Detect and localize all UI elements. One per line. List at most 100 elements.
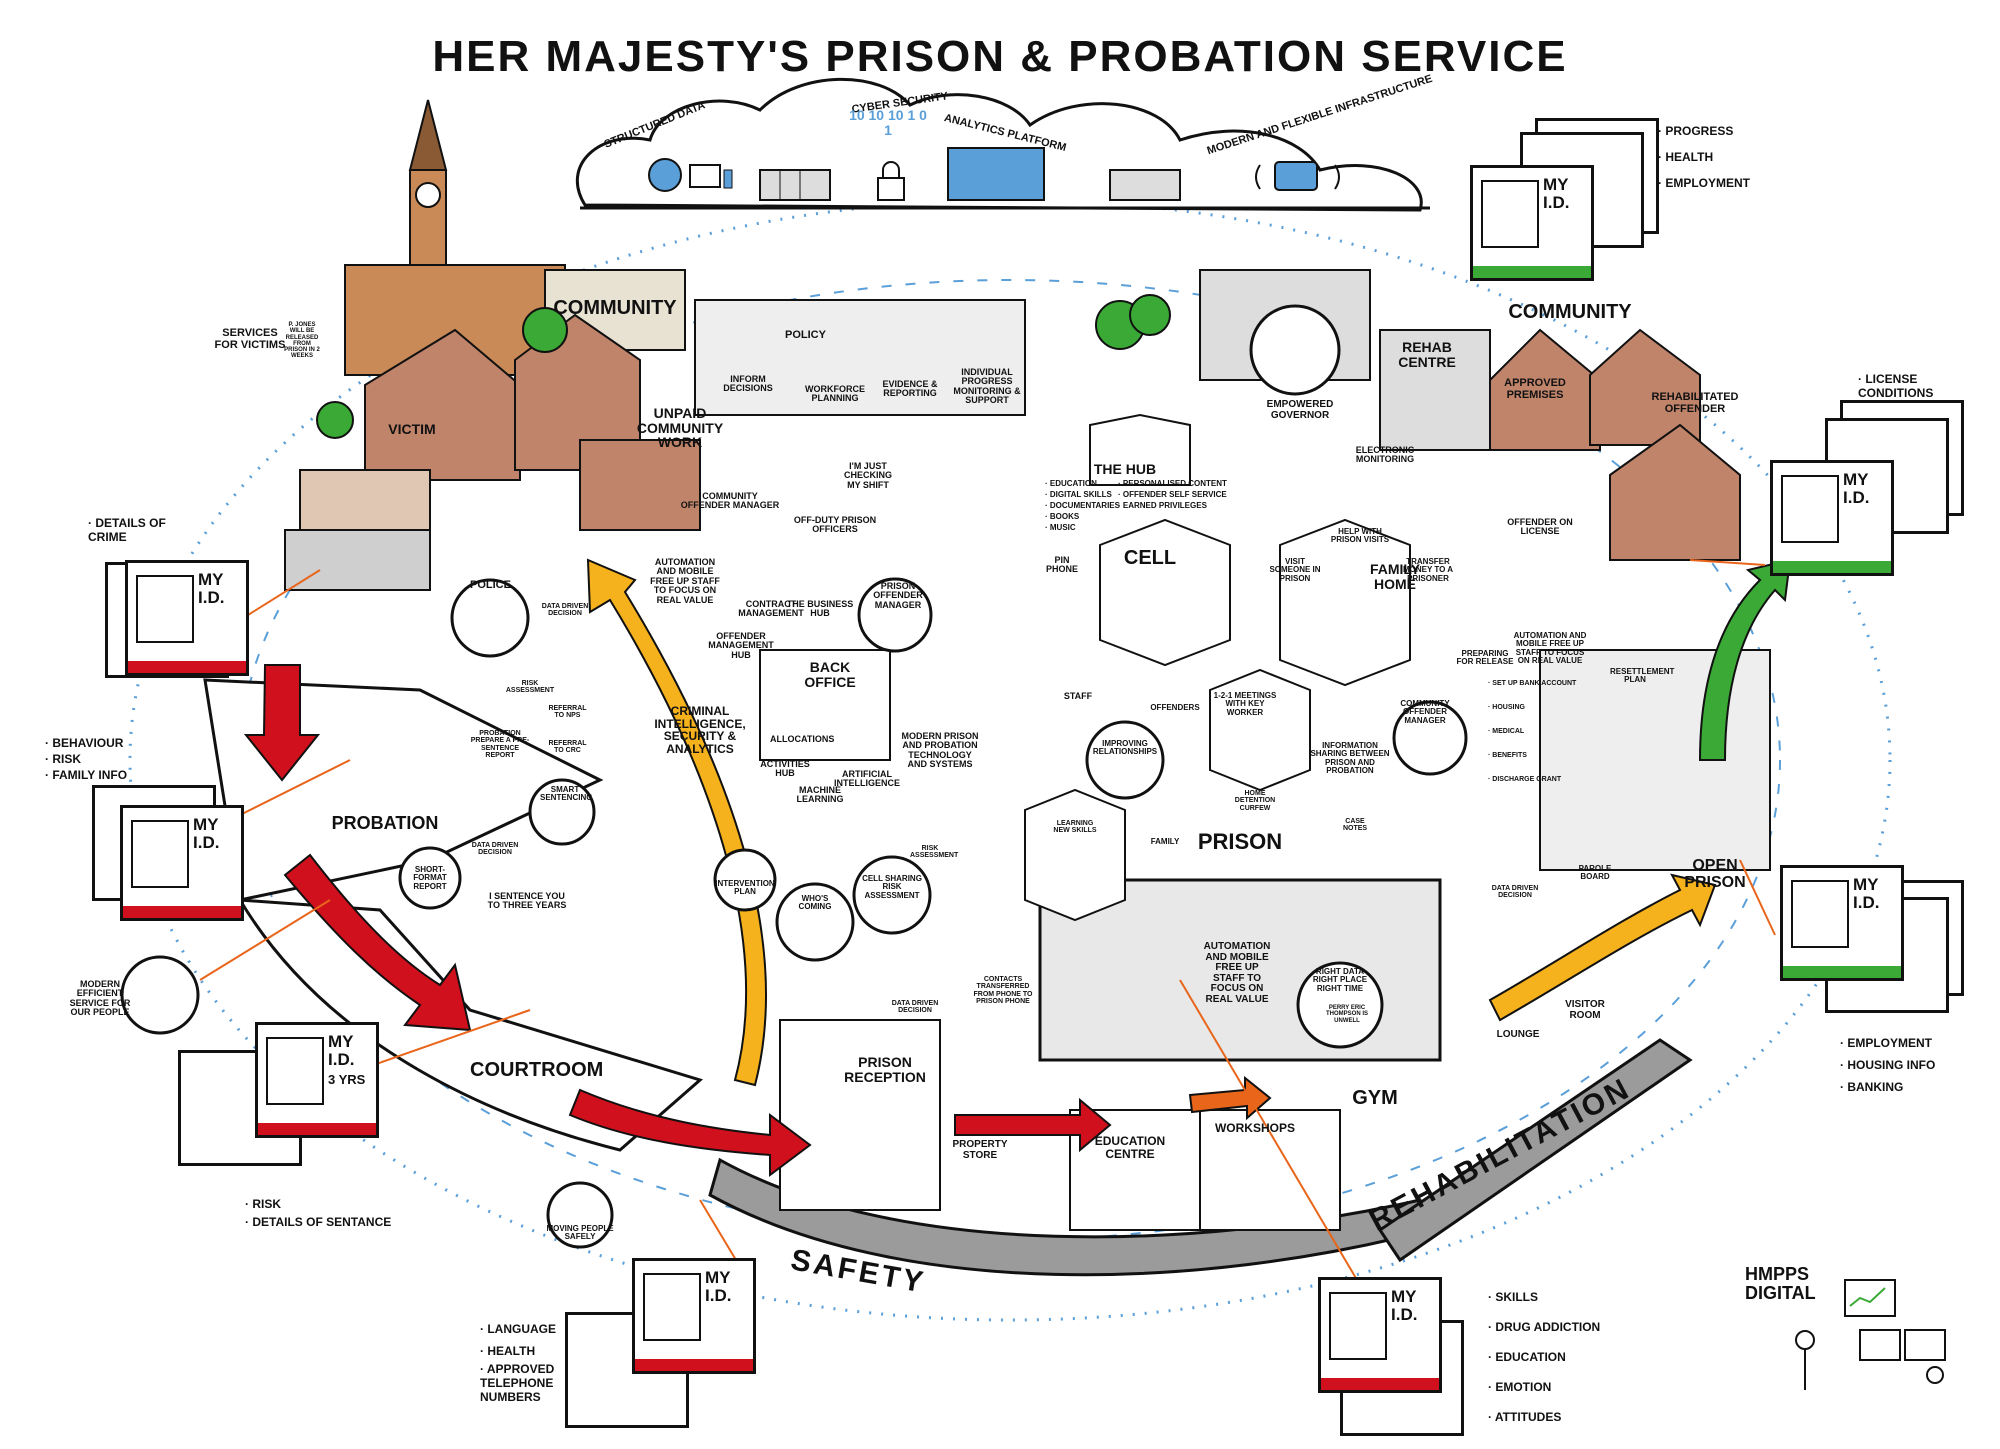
- note-item: FAMILY INFO: [45, 767, 127, 783]
- preparing-release-label: PREPARING FOR RELEASE: [1456, 649, 1514, 667]
- family-label: FAMILY: [1150, 837, 1180, 846]
- meetings-key-worker-label: 1-2-1 MEETINGS WITH KEY WORKER: [1213, 691, 1277, 717]
- notes-right-upper: LICENSE CONDITIONS: [1858, 372, 1958, 400]
- trees: [316, 294, 1171, 439]
- notes-left-top: DETAILS OF CRIME: [88, 516, 168, 544]
- individual-progress-label: INDIVIDUAL PROGRESS MONITORING & SUPPORT: [953, 367, 1021, 406]
- gym-label: GYM: [1352, 1087, 1398, 1109]
- visit-someone-label: VISIT SOMEONE IN PRISON: [1269, 557, 1321, 583]
- allocations-label: ALLOCATIONS: [770, 734, 835, 744]
- id-card-top-right: MY I.D.: [1470, 165, 1594, 281]
- note-item: EMPLOYMENT: [1840, 1032, 1935, 1054]
- transfer-money-label: TRANSFER MONEY TO A PRISONER: [1402, 557, 1454, 583]
- card-strip: [258, 1123, 376, 1135]
- community-offender-manager-prison-label: COMMUNITY OFFENDER MANAGER: [1400, 699, 1450, 725]
- police-circle: [450, 578, 530, 658]
- data-driven-police: DATA DRIVEN DECISION: [541, 603, 589, 618]
- card-title: MY I.D.: [1853, 875, 1880, 912]
- card-title: MY I.D.: [328, 1032, 355, 1069]
- automation-mid-label: AUTOMATION AND MOBILE FREE UP STAFF TO F…: [1203, 941, 1271, 1005]
- card-years: 3 YRS: [328, 1072, 366, 1087]
- prison-reception-label: PRISON RECEPTION: [844, 1054, 926, 1085]
- community-right-label: COMMUNITY: [1508, 301, 1632, 323]
- hub-list-left: EDUCATION DIGITAL SKILLS DOCUMENTARIES B…: [1045, 478, 1120, 533]
- card-title: MY I.D.: [193, 815, 220, 852]
- note-item: EMPLOYMENT: [1658, 170, 1750, 196]
- note-item: EMOTION: [1488, 1372, 1600, 1402]
- face-icon: [131, 820, 189, 888]
- release-item: MEDICAL: [1488, 720, 1576, 744]
- improving-relationships-circle: [1085, 720, 1165, 800]
- info-sharing-label: INFORMATION SHARING BETWEEN PRISON AND P…: [1310, 741, 1390, 776]
- visitor-room-label: VISITOR ROOM: [1565, 999, 1605, 1021]
- risk-assessment-label: RISK ASSESSMENT: [910, 845, 959, 860]
- binary-small-label: 10 10 10 1 0 1: [849, 107, 927, 138]
- infrastructure-icon: [1255, 161, 1340, 191]
- resettlement-plan-label: RESETTLEMENT PLAN: [1610, 667, 1675, 685]
- card-strip: [123, 906, 241, 918]
- referral-nps-label: REFERRAL TO NPS: [548, 705, 587, 720]
- police-label: POLICE: [470, 579, 511, 591]
- card-strip: [1473, 266, 1591, 278]
- note-item: PROGRESS: [1658, 118, 1750, 144]
- improving-relationships-label: IMPROVING RELATIONSHIPS: [1092, 739, 1158, 757]
- red-arrow-to-courtroom: [283, 853, 472, 1032]
- data-ring-outer: [128, 198, 1892, 1322]
- governor-circle: [1249, 304, 1341, 396]
- moving-people-label: MOVING PEOPLE SAFELY: [546, 1224, 614, 1242]
- whos-coming-circle: [775, 882, 855, 962]
- note-item: EDUCATION: [1488, 1342, 1600, 1372]
- services-victims-label: SERVICES FOR VICTIMS: [214, 327, 286, 351]
- help-visits-label: HELP WITH PRISON VISITS: [1330, 527, 1390, 545]
- note-item: APPROVED TELEPHONE NUMBERS: [480, 1362, 560, 1404]
- tag-text: PERRY ERIC THOMPSON IS UNWELL: [1325, 1005, 1368, 1024]
- rehabilitated-house: [1589, 328, 1701, 446]
- release-item: DISCHARGE GRANT: [1488, 768, 1576, 792]
- staff-label: STAFF: [1063, 691, 1093, 701]
- card-title: MY I.D.: [705, 1268, 732, 1305]
- big-ben-icon: [408, 99, 448, 291]
- analytics-platform-icon: [947, 147, 1045, 201]
- face-icon: [1481, 180, 1539, 248]
- connector-lines: [199, 559, 1776, 1286]
- release-item: HOUSING: [1488, 696, 1576, 720]
- i-sentence-label: I SENTENCE YOU TO THREE YEARS: [487, 891, 567, 911]
- artificial-intelligence-label: ARTIFICIAL INTELLIGENCE: [833, 769, 900, 789]
- cell-sharing-circle: [852, 855, 932, 935]
- server-icon-2: [1109, 169, 1181, 201]
- note-item: LICENSE CONDITIONS: [1858, 372, 1958, 400]
- courtroom-label: COURTROOM: [470, 1059, 604, 1081]
- card-strip: [128, 661, 246, 673]
- card-strip: [1773, 561, 1891, 573]
- data-driven-probation: DATA DRIVEN DECISION: [471, 842, 519, 857]
- smart-sentencing-circle: [528, 778, 596, 846]
- card-strip: [1321, 1378, 1439, 1390]
- right-data-label: RIGHT DATA RIGHT PLACE RIGHT TIME: [1312, 967, 1368, 993]
- criminal-intelligence-label: CRIMINAL INTELLIGENCE, SECURITY & ANALYT…: [654, 704, 746, 756]
- hmpps-digital-icon: [1795, 1279, 1946, 1390]
- pin-phone-label: PIN PHONE: [1045, 555, 1078, 575]
- rehabilitation-wall: [1377, 1038, 1693, 1263]
- note-item: SKILLS: [1488, 1282, 1600, 1312]
- modern-efficient-circle: [120, 955, 200, 1035]
- red-arrow-property: [954, 1097, 1112, 1153]
- note-item: BANKING: [1840, 1076, 1935, 1098]
- offender-management-hub-label: OFFENDER MANAGEMENT HUB: [708, 631, 774, 660]
- data-driven-open: DATA DRIVEN DECISION: [1491, 885, 1539, 900]
- id-card-left-mid: MY I.D.: [120, 805, 244, 921]
- note-item: RISK: [245, 1195, 391, 1213]
- note-item: LANGUAGE: [480, 1318, 560, 1340]
- rehabilitated-offender-label: REHABILITATED OFFENDER: [1651, 391, 1739, 415]
- contacts-transferred-label: CONTACTS TRANSFERRED FROM PHONE TO PRISO…: [973, 976, 1033, 1006]
- note-item: HEALTH: [480, 1340, 560, 1362]
- red-arrow-to-probation: [243, 664, 321, 782]
- face-icon: [266, 1037, 324, 1105]
- rehab-centre-building: [1379, 329, 1491, 451]
- notes-left-mid: BEHAVIOUR RISK FAMILY INFO: [45, 735, 127, 783]
- card-strip: [635, 1359, 753, 1371]
- note-item: HEALTH: [1658, 144, 1750, 170]
- yellow-arrow-open-prison: [1488, 873, 1717, 1022]
- note-item: HOUSING INFO: [1840, 1054, 1935, 1076]
- empowered-governor-label: EMPOWERED GOVERNOR: [1266, 399, 1334, 421]
